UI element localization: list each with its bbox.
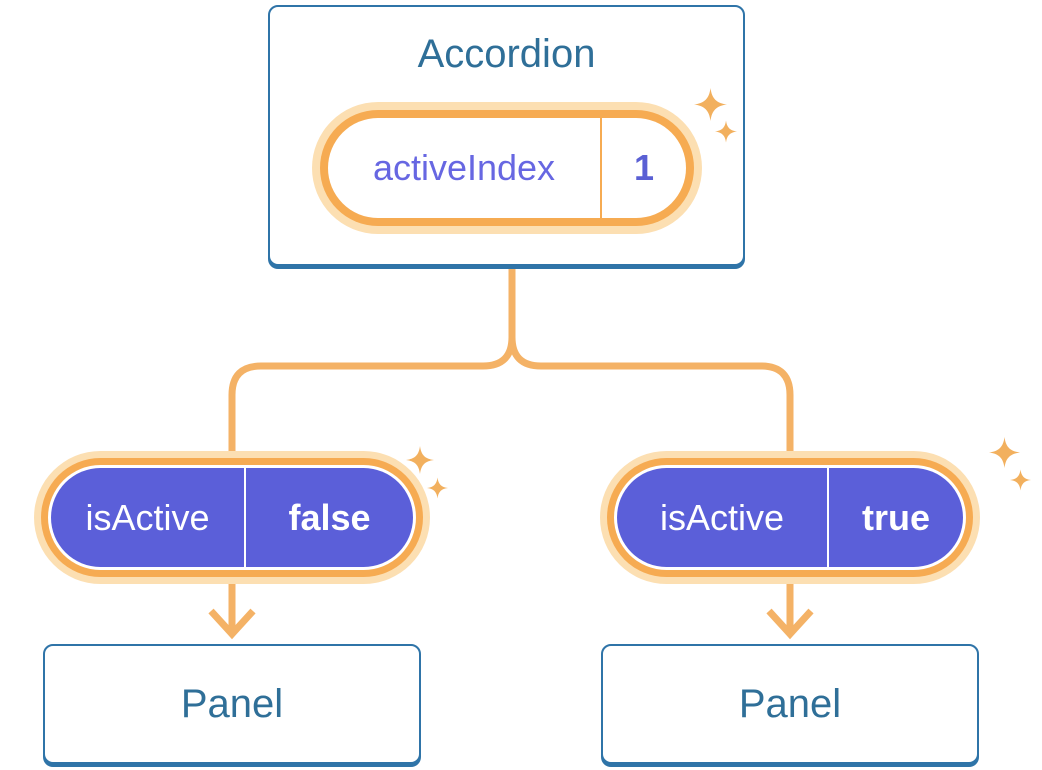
arrowhead-right-icon	[766, 608, 814, 640]
panel-title: Panel	[180, 682, 284, 726]
sparkle-icon	[715, 120, 737, 143]
sparkle-icon	[694, 88, 727, 121]
prop-value-label: true	[861, 496, 930, 538]
branch-line-right	[508, 266, 794, 470]
pill-divider	[827, 468, 829, 567]
sparkle-icon-group-right	[989, 436, 1037, 492]
pill-divider	[600, 118, 602, 218]
prop-pill-body: isActive false	[48, 465, 416, 570]
sparkle-icon	[406, 446, 434, 474]
prop-pill-fill: isActive true	[617, 468, 963, 567]
sparkle-icon-group-left	[406, 444, 448, 500]
prop-pill-fill: isActive false	[51, 468, 413, 567]
state-value-label: 1	[633, 147, 655, 188]
prop-pill-isactive-true: isActive true	[600, 451, 980, 584]
prop-name-label: isActive	[85, 496, 210, 538]
accordion-node: Accordion activeIndex 1	[268, 5, 745, 266]
prop-pill-ring: isActive true	[607, 458, 973, 577]
branch-line-left	[228, 266, 516, 470]
state-pill: activeIndex 1	[312, 102, 702, 234]
arrowhead-left-icon	[208, 608, 256, 640]
sparkle-icon-group-top	[694, 87, 739, 147]
prop-value-label: false	[288, 496, 371, 538]
prop-pill-body: isActive true	[614, 465, 966, 570]
prop-pill-isactive-false: isActive false	[34, 451, 430, 584]
panel-node-right: Panel	[601, 644, 979, 764]
state-pill-ring: activeIndex 1	[320, 110, 694, 226]
prop-pill-ring: isActive false	[41, 458, 423, 577]
state-pill-body: activeIndex 1	[328, 118, 686, 218]
panel-node-left: Panel	[43, 644, 421, 764]
prop-name-label: isActive	[659, 496, 785, 538]
pill-divider	[244, 468, 246, 567]
sparkle-icon	[427, 477, 448, 499]
accordion-title: Accordion	[417, 32, 596, 76]
state-name-label: activeIndex	[372, 147, 556, 188]
panel-title: Panel	[738, 682, 842, 726]
sparkle-icon	[1010, 469, 1031, 491]
sparkle-icon	[989, 437, 1020, 468]
